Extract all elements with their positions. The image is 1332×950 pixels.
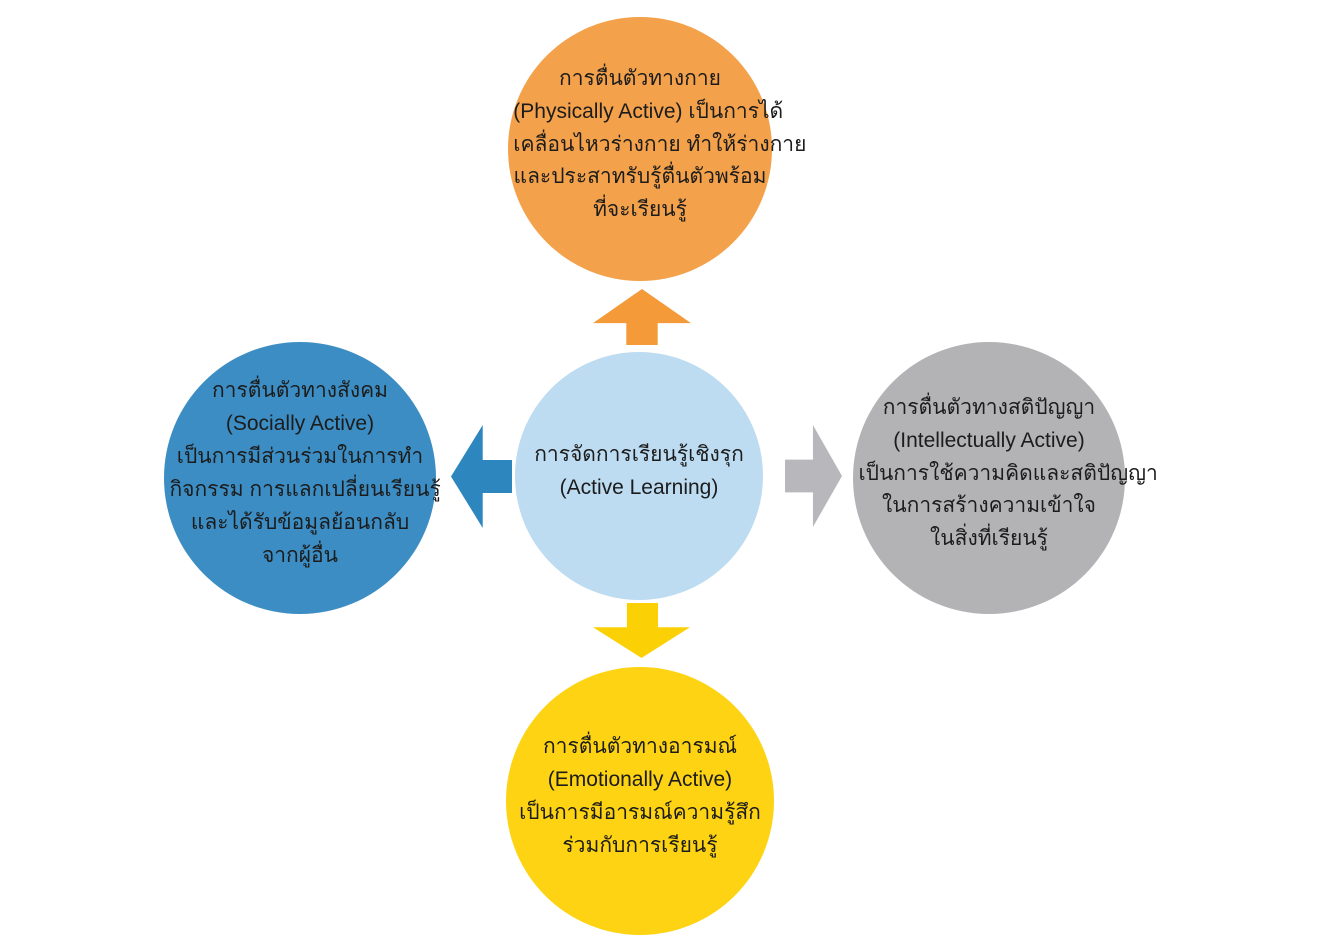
circle-physically-active-label: การตื่นตัวทางกาย (Physically Active) เป็… <box>513 63 807 228</box>
circle-intellectually-active: การตื่นตัวทางสติปัญญา (Intellectually Ac… <box>853 342 1158 614</box>
arrow-up-icon <box>593 289 691 345</box>
text-line: ในสิ่งที่เรียนรู้ <box>930 527 1048 551</box>
text-line: การจัดการเรียนรู้เชิงรุก <box>534 443 744 467</box>
text-line: ร่วมกับการเรียนรู้ <box>562 833 718 857</box>
text-line: ในการสร้างความเข้าใจ <box>882 494 1096 518</box>
text-line: เป็นการมีส่วนร่วมในการทำ <box>176 445 424 469</box>
text-line: (Intellectually Active) <box>893 428 1085 452</box>
circle-socially-active: การตื่นตัวทางสังคม (Socially Active) เป็… <box>164 342 441 614</box>
text-line: (Active Learning) <box>559 476 719 499</box>
text-line: (Physically Active) เป็นการได้ <box>513 99 784 123</box>
text-line: เคลื่อนไหวร่างกาย ทำให้ร่างกาย <box>513 132 807 156</box>
text-line: เป็นการมีอารมณ์ความรู้สึก <box>519 801 761 824</box>
circle-emotionally-active-label: การตื่นตัวทางอารมณ์ (Emotionally Active)… <box>511 731 768 863</box>
circle-intellectually-active-label: การตื่นตัวทางสติปัญญา (Intellectually Ac… <box>858 392 1158 557</box>
circle-physically-active: การตื่นตัวทางกาย (Physically Active) เป็… <box>508 17 807 281</box>
text-line: (Emotionally Active) <box>547 768 733 792</box>
arrow-right-icon <box>785 425 842 527</box>
text-line: และได้รับข้อมูลย้อนกลับ <box>190 510 410 534</box>
circle-active-learning: การจัดการเรียนรู้เชิงรุก (Active Learnin… <box>515 352 763 600</box>
arrow-down-icon <box>593 603 690 658</box>
text-line: จากผู้อื่น <box>261 543 339 567</box>
circle-active-learning-label: การจัดการเรียนรู้เชิงรุก (Active Learnin… <box>520 439 758 505</box>
text-line: การตื่นตัวทางอารมณ์ <box>542 735 738 759</box>
arrow-left-icon <box>451 425 512 528</box>
circle-socially-active-label: การตื่นตัวทางสังคม (Socially Active) เป็… <box>169 375 441 573</box>
text-line: และประสาทรับรู้ตื่นตัวพร้อม <box>513 165 767 189</box>
text-line: กิจกรรม การแลกเปลี่ยนเรียนรู้ <box>169 478 441 501</box>
text-line: การตื่นตัวทางกาย <box>559 66 721 90</box>
text-line: (Socially Active) <box>225 412 375 436</box>
text-line: เป็นการใช้ความคิดและสติปัญญา <box>858 461 1158 485</box>
text-line: การตื่นตัวทางสติปัญญา <box>882 395 1096 419</box>
circle-emotionally-active: การตื่นตัวทางอารมณ์ (Emotionally Active)… <box>506 667 774 935</box>
text-line: การตื่นตัวทางสังคม <box>211 379 389 403</box>
text-line: ที่จะเรียนรู้ <box>593 198 687 222</box>
